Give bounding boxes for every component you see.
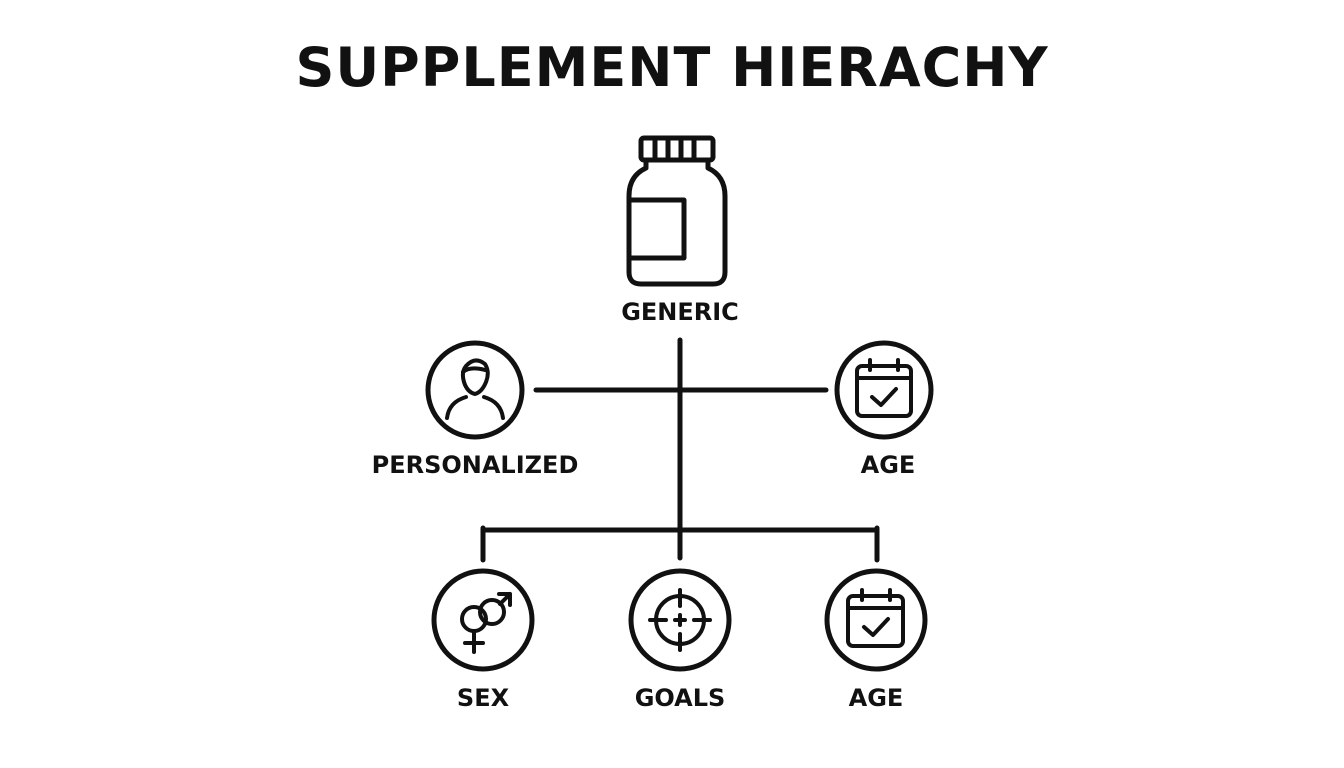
personalized-node <box>425 340 525 440</box>
age-bottom-node <box>824 568 928 672</box>
sex-node <box>431 568 535 672</box>
generic-label: GENERIC <box>621 298 739 326</box>
age-bottom-label: AGE <box>848 684 904 712</box>
sex-label: SEX <box>456 684 510 712</box>
calendar-check-icon <box>846 588 905 648</box>
target-icon <box>648 588 712 652</box>
calendar-check-icon <box>855 358 913 418</box>
age-middle-label: AGE <box>860 451 916 479</box>
age-middle-node <box>834 340 934 440</box>
supplement-bottle-icon <box>626 135 728 287</box>
connector-lines <box>480 337 880 563</box>
personalized-label: PERSONALIZED <box>371 451 579 479</box>
diagram-title: SUPPLEMENT HIERACHY <box>295 36 1049 99</box>
goals-label: GOALS <box>634 684 726 712</box>
goals-node <box>628 568 732 672</box>
person-icon <box>445 358 505 420</box>
gender-symbols-icon <box>460 592 512 654</box>
